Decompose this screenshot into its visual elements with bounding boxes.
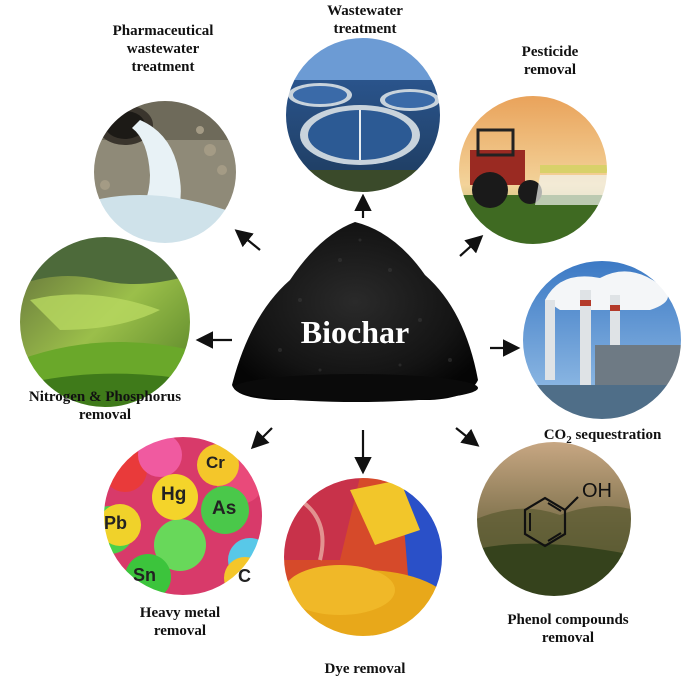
- label-heavy-metal: Heavy metal removal: [139, 605, 221, 639]
- arrow-to-pharmaceutical: [234, 229, 261, 251]
- label-co2-tail: sequestration: [571, 427, 662, 443]
- arrow-to-pesticide: [459, 235, 484, 257]
- arrow-to-heavy-metal: [250, 427, 273, 450]
- algae-pond-icon: [19, 236, 191, 408]
- label-co2-subscript: 2: [566, 434, 572, 446]
- phenol-oh-text: OH: [582, 480, 612, 502]
- label-phenol: Phenol compounds removal: [507, 612, 629, 646]
- arrow-to-phenol: [455, 427, 480, 447]
- label-co2: CO2 sequestration: [520, 426, 685, 449]
- element-cr: Cr: [206, 453, 225, 472]
- label-nitrogen: Nitrogen & Phosphorus removal: [28, 389, 182, 423]
- label-pharmaceutical: Pharmaceutical wastewater treatment: [112, 23, 214, 75]
- element-sn: Sn: [133, 565, 157, 585]
- label-pesticide: Pesticide removal: [521, 44, 579, 78]
- label-co2-main: CO: [543, 427, 567, 443]
- center-label: Biochar: [300, 314, 410, 350]
- biochar-pile: [232, 222, 478, 402]
- label-wastewater: Wastewater treatment: [327, 3, 403, 37]
- element-pb: Pb: [104, 513, 128, 533]
- tractor-sprayer-icon: [458, 95, 608, 245]
- element-hg: Hg: [161, 484, 187, 505]
- treatment-plant-tanks-icon: [285, 37, 441, 193]
- metal-candies-icon: [103, 436, 263, 596]
- element-as: As: [212, 498, 237, 519]
- dye-powder-icon: [283, 477, 443, 637]
- element-c: C: [238, 566, 251, 586]
- label-dye: Dye removal: [324, 661, 406, 677]
- arrows: [195, 193, 521, 475]
